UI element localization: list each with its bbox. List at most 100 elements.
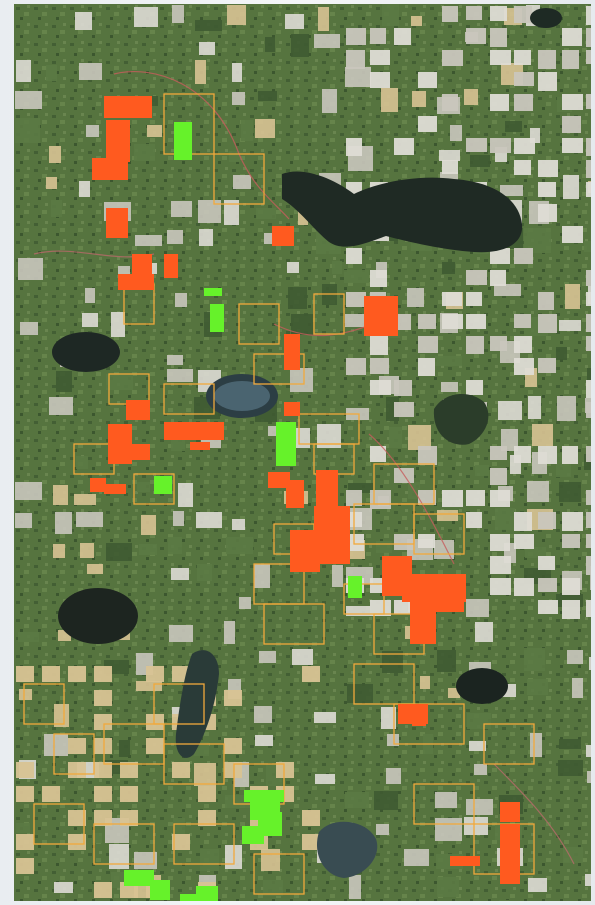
orange-parcel[interactable]: [164, 422, 224, 440]
green-parcel[interactable]: [150, 880, 170, 900]
farm-field: [439, 150, 460, 161]
farm-field: [291, 34, 309, 57]
green-parcels[interactable]: [124, 122, 362, 901]
orange-parcel[interactable]: [268, 472, 290, 488]
orange-parcel[interactable]: [284, 334, 300, 370]
farm-field: [167, 369, 193, 382]
farm-field: [254, 564, 270, 588]
farm-field: [195, 60, 206, 84]
green-parcel[interactable]: [180, 894, 196, 901]
green-parcel[interactable]: [124, 870, 154, 886]
farm-field: [559, 482, 581, 502]
farm-field: [586, 138, 591, 156]
farm-field: [259, 651, 276, 663]
orange-parcel[interactable]: [190, 442, 210, 450]
parcel-outline: [413, 783, 475, 825]
orange-parcel[interactable]: [106, 208, 128, 238]
green-parcel[interactable]: [242, 826, 264, 844]
orange-parcel[interactable]: [412, 716, 426, 726]
orange-parcel[interactable]: [450, 856, 480, 866]
green-parcel[interactable]: [276, 422, 296, 466]
green-parcel[interactable]: [196, 886, 218, 901]
orange-parcel[interactable]: [164, 254, 178, 278]
farm-field: [490, 270, 506, 286]
farm-field: [466, 138, 487, 152]
green-parcel[interactable]: [348, 576, 362, 598]
farm-field: [109, 844, 129, 869]
farm-field: [94, 810, 112, 826]
orange-parcel[interactable]: [434, 582, 464, 612]
farm-field: [265, 37, 275, 52]
map-canvas[interactable]: [14, 4, 591, 901]
orange-parcel[interactable]: [104, 96, 152, 118]
orange-parcel[interactable]: [316, 470, 338, 516]
lake-south: [316, 821, 378, 878]
farm-field: [370, 600, 391, 616]
orange-parcel[interactable]: [500, 802, 520, 822]
farm-field: [394, 138, 414, 155]
farm-field: [171, 201, 192, 217]
satellite-map[interactable]: [14, 4, 591, 901]
farm-field: [346, 292, 366, 307]
farm-field: [68, 810, 86, 826]
farm-field: [74, 494, 96, 505]
farm-field: [490, 138, 511, 153]
orange-parcel[interactable]: [364, 296, 398, 336]
farm-field: [437, 650, 456, 672]
farm-field: [173, 511, 184, 526]
farm-field: [79, 181, 90, 197]
farm-field: [346, 28, 366, 45]
orange-parcel[interactable]: [104, 484, 126, 494]
farm-field: [490, 94, 509, 111]
farm-field: [241, 120, 253, 141]
farm-field: [418, 490, 436, 505]
orange-parcels[interactable]: [90, 96, 520, 884]
farm-field: [586, 270, 591, 286]
orange-parcel[interactable]: [314, 514, 332, 538]
green-parcel[interactable]: [210, 304, 224, 332]
orange-parcel[interactable]: [92, 158, 128, 180]
farm-field: [466, 380, 483, 395]
farm-field: [466, 799, 493, 815]
orange-parcel[interactable]: [106, 120, 130, 162]
farm-field: [466, 490, 485, 506]
farm-field: [562, 534, 580, 548]
farm-field: [538, 512, 556, 529]
farm-field: [394, 600, 411, 614]
farm-field: [586, 182, 591, 197]
green-parcel[interactable]: [204, 288, 222, 296]
farm-field: [501, 429, 518, 451]
farm-field: [562, 28, 582, 46]
parcel-outline: [93, 823, 155, 865]
orange-parcel[interactable]: [284, 402, 300, 416]
farm-field: [348, 483, 373, 493]
orange-parcel[interactable]: [410, 596, 436, 644]
green-parcel[interactable]: [174, 122, 192, 160]
orange-parcel[interactable]: [286, 480, 304, 508]
farm-field: [490, 534, 510, 551]
orange-parcel[interactable]: [118, 274, 154, 290]
farm-field: [374, 791, 398, 810]
farm-field: [418, 116, 437, 132]
farm-field: [435, 818, 462, 841]
farm-field: [586, 446, 591, 462]
farm-field: [167, 230, 183, 244]
farm-field: [302, 666, 320, 682]
green-parcel[interactable]: [244, 790, 284, 802]
orange-parcel[interactable]: [108, 424, 132, 464]
farm-field: [514, 94, 533, 111]
farm-field: [434, 540, 454, 559]
orange-parcel[interactable]: [500, 824, 520, 884]
farm-field: [589, 424, 591, 436]
parcel-outline: [313, 293, 345, 335]
farm-field: [285, 14, 304, 29]
orange-parcel[interactable]: [126, 400, 150, 420]
orange-parcel[interactable]: [90, 478, 106, 492]
farm-field: [562, 226, 583, 243]
orange-parcel[interactable]: [272, 226, 294, 246]
green-parcel[interactable]: [154, 476, 172, 494]
farm-field: [532, 424, 553, 446]
orange-parcel[interactable]: [130, 444, 150, 460]
farm-field: [586, 380, 591, 398]
parcel-outline: [133, 473, 175, 505]
